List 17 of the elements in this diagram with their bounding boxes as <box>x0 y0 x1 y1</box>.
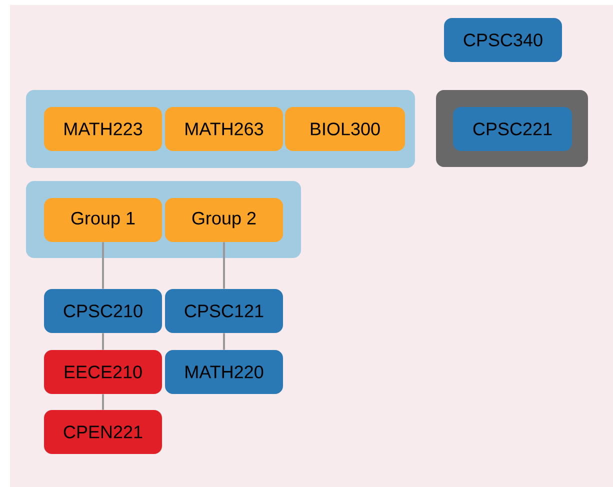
course-box: MATH223 <box>44 107 162 151</box>
course-box: CPSC121 <box>165 289 283 333</box>
course-box: BIOL300 <box>285 107 405 151</box>
course-box: MATH220 <box>165 350 283 394</box>
course-box: CPSC210 <box>44 289 162 333</box>
course-box: EECE210 <box>44 350 162 394</box>
course-box: CPSC340 <box>444 18 562 62</box>
connector-line <box>223 242 225 289</box>
connector-line <box>102 333 104 350</box>
group-box: Group 1 <box>44 198 162 242</box>
course-box: CPEN221 <box>44 410 162 454</box>
connector-line <box>102 242 104 289</box>
course-box: MATH263 <box>165 107 283 151</box>
course-box: CPSC221 <box>453 107 572 151</box>
group-box: Group 2 <box>165 198 283 242</box>
connector-line <box>102 394 104 410</box>
connector-line <box>223 333 225 350</box>
